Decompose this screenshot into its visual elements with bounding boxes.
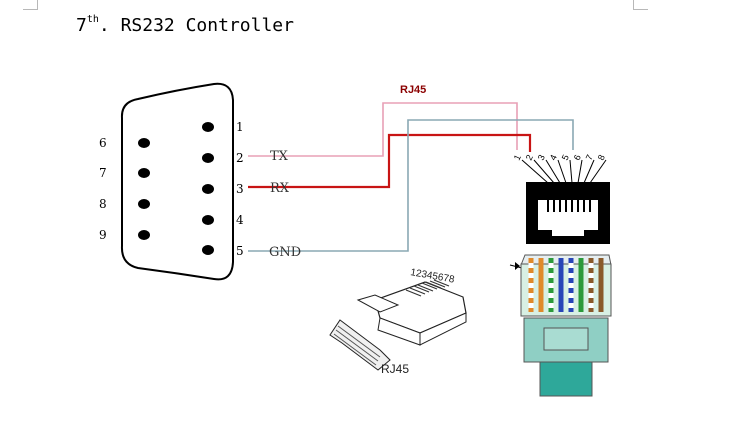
section-heading: 7th. RS232 Controller [76,14,294,36]
rj45-pin-number-6: 6 [572,153,583,162]
rj45-pin-number-1: 1 [512,153,523,162]
rj45-plug-pin-numbers: 12345678 [409,267,455,286]
tx-wire [248,102,518,157]
db9-left-pin-holes [138,138,150,240]
rj45-pin-number-8: 8 [596,153,607,162]
rx-label: RX [270,181,290,196]
db9-pin-hole-6 [138,138,150,148]
db9-pin-label-5: 5 [236,244,244,258]
db9-pin-label-3: 3 [236,182,244,196]
db9-right-pin-holes [202,122,214,255]
db9-pin-hole-9 [138,230,150,240]
rj45-pin-number-3: 3 [536,153,547,162]
page-corner-mark-left [23,0,38,10]
rj45-jack [526,182,610,244]
rj45-plug-wired [509,254,612,397]
heading-number: 7 [76,15,87,36]
db9-pin-hole-7 [138,168,150,178]
gnd-label: GND [269,245,301,260]
db9-connector-outline [120,82,234,281]
db9-pin-label-1: 1 [236,120,244,134]
db9-pin-hole-4 [202,215,214,225]
db9-pin-hole-8 [138,199,150,209]
rj45-pin-number-7: 7 [584,153,595,162]
rj45-title: RJ45 [400,84,426,96]
heading-title: RS232 Controller [120,15,294,36]
heading-separator: . [98,15,110,36]
rj45-plug-sketch: 12345678 RJ45 [329,267,467,376]
db9-pin-label-9: 9 [99,228,107,242]
db9-pin-hole-1 [202,122,214,132]
db9-pin-hole-5 [202,245,214,255]
db9-pin-hole-3 [202,184,214,194]
rj45-pin-leads [521,159,607,184]
page-corner-mark-right [633,0,648,10]
rj45-pin-number-2: 2 [524,153,535,162]
rj45-plug-caption: RJ45 [381,362,409,376]
rx-wire [248,133,532,189]
db9-pin-label-4: 4 [236,213,244,227]
rj45-pin-number-5: 5 [560,153,571,162]
tx-label: TX [270,149,289,164]
db9-pin-label-8: 8 [99,197,107,211]
gnd-wire [248,119,574,252]
db9-pin-label-6: 6 [99,136,107,150]
db9-pin-label-2: 2 [236,151,244,165]
db9-pin-hole-2 [202,153,214,163]
rj45-pin-number-4: 4 [548,153,559,162]
db9-pin-label-7: 7 [99,166,107,180]
heading-superscript: th [86,14,99,25]
